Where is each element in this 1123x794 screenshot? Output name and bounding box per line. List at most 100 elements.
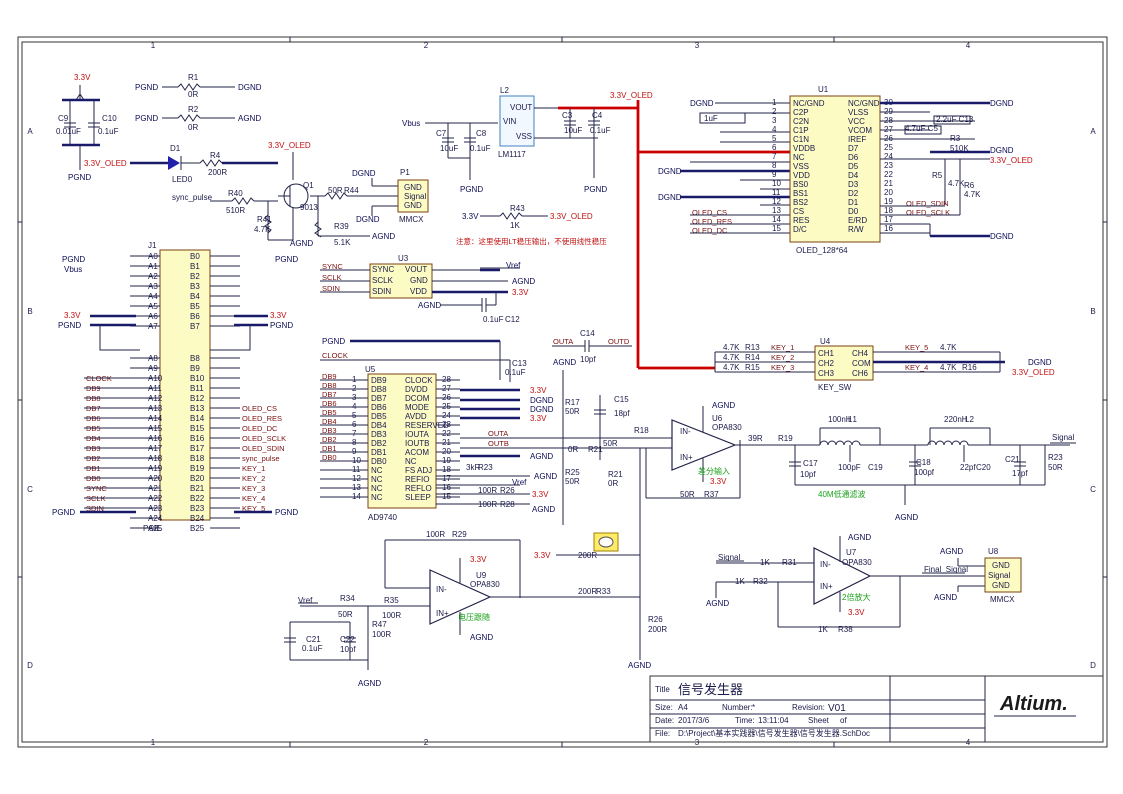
u3-pin-sync: SYNC: [372, 265, 394, 274]
u9-in-minus: IN-: [436, 585, 447, 594]
u1-pinnum-left-4: 5: [772, 134, 777, 143]
u5-pin-right-1: DVDD: [405, 385, 428, 394]
r14-b: R14: [745, 353, 760, 362]
u5-pin-left-9: DB0: [371, 457, 387, 466]
net-dgnd-u5a: DGND: [530, 396, 554, 405]
u5-net-left-0: DB9: [322, 372, 337, 381]
net-sync-pulse: sync_pulse: [172, 193, 213, 202]
number-label: Number:: [722, 703, 753, 712]
c22-ref: C22: [340, 635, 355, 644]
r19-val: 39R: [748, 434, 763, 443]
power-decoupling-block: 3.3V C9 0.01uF C10 0.1uF PGND PGND R1 0R…: [56, 73, 429, 248]
net-3v3-u6: 3.3V: [710, 477, 727, 486]
j1-right-pin-19: B19: [190, 464, 205, 473]
oled-cap-c5: 4.7uF C5: [905, 124, 938, 133]
u1-pin-left-5: VDDB: [793, 144, 815, 153]
u1-pinnum-right-13: 17: [884, 215, 893, 224]
r21-ref: R21: [588, 445, 603, 454]
net-3v3-u5a: 3.3V: [530, 386, 547, 395]
u7-val: OPA830: [842, 558, 872, 567]
r25-ref: R25: [565, 468, 580, 477]
title-value: 信号发生器: [678, 682, 743, 698]
c15-ref: C15: [614, 395, 629, 404]
ruler-left-B: B: [27, 307, 32, 316]
r4-ref: R4: [210, 151, 221, 160]
oled-r3: R3: [950, 134, 961, 143]
net-agnd-r28: AGND: [532, 505, 555, 514]
ruler-right-A: A: [1090, 127, 1096, 136]
u1-pin-right-12: D0: [848, 207, 859, 216]
r28-val: 100R: [478, 500, 497, 509]
r13-a: 4.7K: [723, 343, 740, 352]
ruler-top-1: 1: [151, 41, 156, 50]
r32-val: 1K: [735, 577, 745, 586]
net-dgnd-oled-r2: DGND: [990, 146, 1014, 155]
j1-right-pin-20: B20: [190, 474, 205, 483]
c12-ref: C12: [505, 315, 520, 324]
u1-pin-left-3: C1P: [793, 126, 809, 135]
net-signal-u7: Signal: [718, 553, 740, 562]
net-3v3oled-q1: 3.3V_OLED: [268, 141, 311, 150]
j1-right-net-16: OLED_SCLK: [242, 434, 286, 443]
u5-pin-left-1: DB8: [371, 385, 387, 394]
u1-pin-left-6: NC: [793, 153, 805, 162]
u5-pin-right-8: ACOM: [405, 448, 429, 457]
u5-net-left-2: DB7: [322, 390, 337, 399]
c17-val: 10pf: [800, 470, 816, 479]
u1-pin-left-9: BS0: [793, 180, 809, 189]
c4-ref: C4: [592, 111, 603, 120]
c3-val: 10uF: [564, 126, 582, 135]
u3-net-sync: SYNC: [322, 262, 343, 271]
u8-pin-gnd1: GND: [992, 561, 1010, 570]
u3-pin-vout: VOUT: [405, 265, 427, 274]
net-pgnd-j1rc: PGND: [275, 508, 298, 517]
u5-net-left-1: DB8: [322, 381, 337, 390]
net-agnd-u9: AGND: [470, 633, 493, 642]
ruler-right-D: D: [1090, 661, 1096, 670]
j1-right-pin-22: B22: [190, 494, 205, 503]
u5-net-left-5: DB4: [322, 417, 337, 426]
j1-right-net-15: OLED_DC: [242, 424, 278, 433]
u1-ref: U1: [818, 85, 829, 94]
j1-right-pin-18: B18: [190, 454, 205, 463]
net-3v3-r26: 3.3V: [532, 490, 549, 499]
u1-pin-right-2: VCC: [848, 117, 865, 126]
net-dgnd-r1: DGND: [238, 83, 262, 92]
r44-val: 50R: [328, 186, 343, 195]
r39-val: 5.1K: [334, 238, 351, 247]
u5-net-left-8: DB1: [322, 444, 337, 453]
net-final-signal: Final_Signal: [924, 565, 968, 574]
u5-pin-left-5: DB4: [371, 421, 387, 430]
r41-val: 4.7K: [254, 225, 271, 234]
u1-val: OLED_128*64: [796, 246, 848, 255]
r31-val: 1K: [760, 558, 770, 567]
opamp-u9-block: 100R R29 IN- IN+ U9 OPA830 3.3V AGND 电压跟…: [284, 530, 640, 688]
u1-pinnum-left-2: 3: [772, 116, 777, 125]
net-3v3oled-led: 3.3V_OLED: [84, 159, 127, 168]
r38-val: 1K: [818, 625, 828, 634]
net-agnd-filter: AGND: [895, 513, 918, 522]
u5-pin-right-11: REFIO: [405, 475, 429, 484]
oled-r5v: 4.7K: [948, 179, 965, 188]
u1-pin-right-1: VLSS: [848, 108, 868, 117]
r37-ref: R37: [704, 490, 719, 499]
u8-pin-gnd2: GND: [992, 581, 1010, 590]
u6-in-plus: IN+: [680, 453, 693, 462]
file-label: File:: [655, 729, 670, 738]
net-agnd-u6: AGND: [712, 401, 735, 410]
u3-pin-sclk: SCLK: [372, 276, 394, 285]
r18-val: 50R: [603, 439, 618, 448]
j1-right-pin-2: B2: [190, 272, 200, 281]
net-agnd-u3: AGND: [512, 277, 535, 286]
r47-val: 100R: [372, 630, 391, 639]
c20-ref: C20: [976, 463, 991, 472]
r25-val: 50R: [565, 477, 580, 486]
c14-ref: C14: [580, 329, 595, 338]
u3-net-sclk: SCLK: [322, 273, 342, 282]
ruler-bottom-1: 1: [151, 738, 156, 747]
oled-sdin-net: OLED_SDIN: [906, 199, 949, 208]
net-agnd-r17: AGND: [553, 358, 576, 367]
u1-pin-left-7: VSS: [793, 162, 809, 171]
file-value: D:\Project\基本实践器\信号发生器\信号发生器.SchDoc: [678, 728, 870, 738]
u1-pin-left-11: BS2: [793, 198, 809, 207]
